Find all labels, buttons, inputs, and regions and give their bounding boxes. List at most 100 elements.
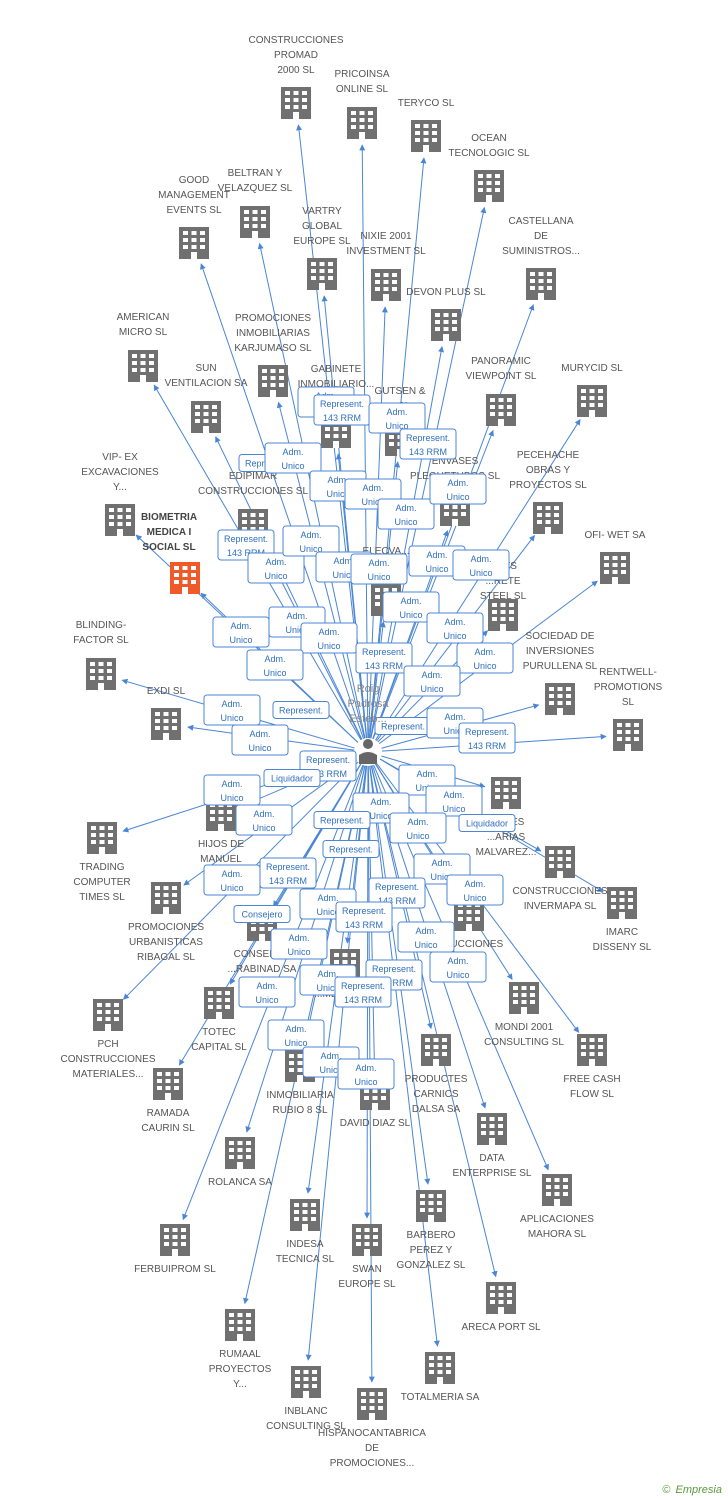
- company-node[interactable]: MURYCID SL: [561, 363, 623, 417]
- role-badge[interactable]: Represent.143 RRM: [334, 976, 392, 1008]
- company-node[interactable]: ARECA PORT SL: [461, 1282, 541, 1333]
- role-badge[interactable]: Adm.Unico: [397, 921, 455, 953]
- role-badge[interactable]: Adm.Unico: [247, 552, 305, 584]
- role-badge[interactable]: Adm.Unico: [429, 951, 487, 983]
- role-badge[interactable]: Adm.Unico: [267, 1019, 325, 1051]
- role-badge[interactable]: Liquidador: [458, 814, 516, 832]
- company-node[interactable]: RUMAALPROYECTOSY...: [209, 1309, 272, 1390]
- role-badge[interactable]: Adm.Unico: [425, 785, 483, 817]
- role-badge[interactable]: Adm.Unico: [231, 724, 289, 756]
- role-badge[interactable]: Represent.: [272, 701, 330, 719]
- company-node[interactable]: ROLANCA SA: [208, 1137, 272, 1188]
- company-node[interactable]: CONSERV......RABINAD SA: [228, 909, 297, 975]
- company-name-line: RIBAGAL SL: [137, 952, 195, 963]
- role-badge[interactable]: Represent.143 RRM: [399, 428, 457, 460]
- role-badge[interactable]: Represent.143 RRM: [458, 722, 516, 754]
- role-badge[interactable]: Adm.Unico: [246, 649, 304, 681]
- role-badge[interactable]: Adm.Unico: [377, 498, 435, 530]
- company-node[interactable]: TOTALMERIA SA: [401, 1352, 480, 1403]
- company-node[interactable]: DEVON PLUS SL: [406, 287, 486, 341]
- company-node[interactable]: VIP- EXEXCAVACIONESY...: [81, 452, 159, 536]
- company-node[interactable]: HISPANOCANTABRICADEPROMOCIONES...: [318, 1388, 426, 1469]
- role-badge[interactable]: Adm.Unico: [337, 1058, 395, 1090]
- company-node[interactable]: EXDI SL: [147, 686, 186, 740]
- role-badge[interactable]: Adm.Unico: [264, 442, 322, 474]
- role-badge[interactable]: Adm.Unico: [282, 525, 340, 557]
- role-badge[interactable]: Adm.Unico: [212, 616, 270, 648]
- role-badge[interactable]: Liquidador: [263, 769, 321, 787]
- role-badge[interactable]: Adm.Unico: [238, 976, 296, 1008]
- role-badge[interactable]: Adm.Unico: [203, 774, 261, 806]
- role-badge[interactable]: Represent.: [313, 811, 371, 829]
- role-badge[interactable]: Adm.Unico: [403, 665, 461, 697]
- center-person-node[interactable]: RoigPadrosaEsteb...: [348, 683, 390, 764]
- role-badge[interactable]: Adm.Unico: [456, 642, 514, 674]
- company-node[interactable]: DAVID DIAZ SL: [340, 1078, 411, 1129]
- company-node[interactable]: OFI- WET SA: [585, 530, 646, 584]
- role-badge[interactable]: Adm.Unico: [235, 804, 293, 836]
- company-node[interactable]: TERYCO SL: [398, 98, 455, 152]
- role-badge[interactable]: Adm.Unico: [270, 928, 328, 960]
- role-badge[interactable]: Represent.143 RRM: [313, 394, 371, 426]
- company-node[interactable]: CASTELLANADESUMINISTROS...: [502, 216, 580, 300]
- role-badge[interactable]: Adm.Unico: [368, 402, 426, 434]
- role-badge[interactable]: Adm.Unico: [429, 473, 487, 505]
- brand-logo[interactable]: Empresia: [675, 1484, 722, 1496]
- role-badge[interactable]: Adm.Unico: [408, 545, 466, 577]
- company-node[interactable]: FERBUIPROM SL: [134, 1224, 216, 1275]
- role-badge[interactable]: Represent.143 RRM: [355, 642, 413, 674]
- role-badge[interactable]: Represent.143 RRM: [368, 877, 426, 909]
- role-badge[interactable]: Adm.Unico: [203, 864, 261, 896]
- company-node[interactable]: ELECVA...: [362, 546, 410, 616]
- role-badge[interactable]: Adm.Unico: [389, 812, 447, 844]
- company-node[interactable]: BLINDING-FACTOR SL: [73, 620, 129, 690]
- badge-label: Adm.: [444, 617, 465, 627]
- role-badge[interactable]: Adm.Unico: [203, 694, 261, 726]
- role-badge[interactable]: Adm.Unico: [452, 549, 510, 581]
- role-badge[interactable]: Adm.Unico: [300, 622, 358, 654]
- role-badge[interactable]: Represent.143 RRM: [259, 857, 317, 889]
- role-badge[interactable]: Represent.: [322, 840, 380, 858]
- role-badge[interactable]: Represent.143 RRM: [335, 901, 393, 933]
- badge-label: Unico: [420, 684, 443, 694]
- role-badge[interactable]: Adm.Unico: [350, 553, 408, 585]
- role-badge[interactable]: Consejero: [233, 905, 291, 923]
- company-node[interactable]: GABINETEINMOBILIARIO...: [298, 364, 375, 448]
- role-badge[interactable]: Adm.Unico: [426, 612, 484, 644]
- company-node[interactable]: PCHCONSTRUCCIONESMATERIALES...: [60, 999, 156, 1080]
- role-badge[interactable]: Adm.Unico: [446, 874, 504, 906]
- role-badge[interactable]: Adm.Unico: [382, 591, 440, 623]
